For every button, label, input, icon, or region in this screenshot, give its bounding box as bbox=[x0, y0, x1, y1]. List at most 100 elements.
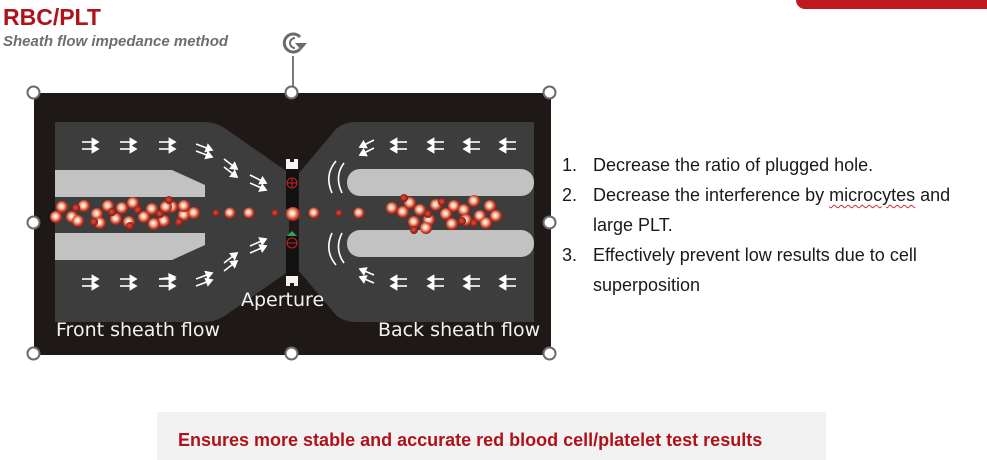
resize-handle-bottom-left[interactable] bbox=[26, 346, 41, 361]
spellcheck-word[interactable]: microcytes bbox=[829, 185, 916, 205]
red-blood-cell bbox=[146, 203, 158, 215]
flow-arrow bbox=[195, 277, 214, 287]
flow-arrow bbox=[195, 150, 214, 160]
red-blood-cell bbox=[414, 204, 426, 216]
platelet bbox=[424, 210, 432, 218]
resize-handle-bottom[interactable] bbox=[284, 346, 299, 361]
red-blood-cell bbox=[116, 202, 128, 214]
flow-arrow bbox=[249, 237, 268, 247]
red-blood-cell bbox=[110, 213, 122, 225]
red-blood-cell bbox=[448, 200, 460, 212]
list-number: 2. bbox=[562, 185, 578, 205]
back-tube-lower bbox=[347, 230, 534, 257]
platelet bbox=[72, 204, 80, 212]
benefits-list: 1. Decrease the ratio of plugged hole. 2… bbox=[562, 150, 982, 300]
list-item: 3. Effectively prevent low results due t… bbox=[562, 240, 982, 300]
resize-handle-left[interactable] bbox=[26, 215, 41, 230]
flow-arrow bbox=[223, 158, 239, 170]
summary-banner: Ensures more stable and accurate red blo… bbox=[157, 412, 826, 460]
red-blood-cell bbox=[78, 200, 90, 212]
resize-handle-top-right[interactable] bbox=[542, 85, 557, 100]
red-blood-cell bbox=[148, 218, 160, 230]
red-blood-cell bbox=[72, 215, 84, 227]
platelet bbox=[134, 206, 142, 214]
platelet bbox=[156, 210, 164, 218]
list-number: 3. bbox=[562, 245, 578, 265]
red-blood-cell bbox=[188, 207, 200, 219]
flow-arrow bbox=[158, 273, 177, 283]
platelet bbox=[90, 218, 98, 226]
red-blood-cell bbox=[56, 201, 68, 213]
platelet bbox=[410, 226, 418, 234]
platelet bbox=[175, 218, 183, 226]
red-blood-cell bbox=[224, 207, 236, 219]
flow-arrow bbox=[358, 267, 375, 276]
resize-handle-bottom-right[interactable] bbox=[542, 346, 557, 361]
flow-arrow bbox=[195, 143, 214, 153]
blood-cells bbox=[50, 194, 502, 234]
platelet bbox=[108, 208, 116, 216]
red-blood-cell bbox=[420, 222, 432, 234]
red-blood-cell bbox=[484, 200, 496, 212]
red-blood-cell bbox=[397, 206, 409, 218]
flow-arrow bbox=[358, 147, 375, 157]
flow-arrow bbox=[195, 270, 214, 280]
red-blood-cell bbox=[138, 211, 150, 223]
platelet bbox=[212, 209, 220, 217]
page-title: RBC/PLT bbox=[3, 4, 101, 30]
red-blood-cell bbox=[158, 215, 170, 227]
rotate-connector bbox=[292, 56, 294, 92]
list-item: 2. Decrease the interference by microcyt… bbox=[562, 180, 982, 240]
red-blood-cell bbox=[440, 208, 452, 220]
red-blood-cell bbox=[386, 202, 398, 214]
platelet bbox=[271, 209, 279, 217]
red-blood-cell bbox=[50, 211, 62, 223]
list-text: Decrease the ratio of plugged hole. bbox=[593, 155, 874, 175]
flow-arrow bbox=[358, 275, 375, 284]
red-blood-cell bbox=[243, 207, 255, 219]
flow-arrow bbox=[358, 139, 375, 149]
aperture-electrodes bbox=[286, 159, 300, 286]
red-blood-cell bbox=[178, 209, 190, 221]
red-blood-cell bbox=[458, 204, 470, 216]
flow-arrows bbox=[82, 137, 516, 291]
red-blood-cell bbox=[490, 210, 502, 222]
platelet bbox=[126, 222, 134, 230]
top-accent-bar bbox=[796, 0, 987, 9]
resize-handle-right[interactable] bbox=[542, 215, 557, 230]
flow-arrow bbox=[249, 182, 268, 192]
list-text-part: and large PLT. bbox=[593, 185, 951, 235]
red-blood-cell bbox=[308, 207, 320, 219]
front-tube-upper bbox=[55, 170, 205, 197]
aperture-label: Aperture bbox=[241, 289, 325, 311]
platelet bbox=[400, 194, 408, 202]
resize-handle-top-left[interactable] bbox=[26, 85, 41, 100]
aperture-diagram[interactable]: Aperture Front sheath flow Back sheath f… bbox=[34, 93, 551, 355]
list-text-part: Decrease the interference by bbox=[593, 185, 830, 205]
red-blood-cell bbox=[468, 195, 480, 207]
recirculation-arrows bbox=[328, 160, 345, 266]
flow-arrow bbox=[249, 174, 268, 185]
flow-arrow bbox=[223, 252, 239, 264]
red-blood-cell bbox=[353, 207, 365, 219]
list-item: 1. Decrease the ratio of plugged hole. bbox=[562, 150, 982, 180]
sheath-flow-illustration bbox=[34, 93, 551, 355]
platelet bbox=[335, 209, 343, 217]
red-blood-cell bbox=[127, 197, 139, 209]
front-tube-lower bbox=[55, 233, 205, 260]
rotate-handle-icon[interactable] bbox=[278, 28, 308, 58]
flow-arrow bbox=[223, 166, 239, 178]
back-tube-upper bbox=[347, 169, 534, 196]
flow-arrow bbox=[223, 260, 239, 272]
back-sheath-flow-label: Back sheath flow bbox=[378, 319, 541, 341]
platelet bbox=[458, 217, 466, 225]
flow-arrow bbox=[249, 244, 268, 254]
platelet bbox=[165, 196, 173, 204]
platelet bbox=[470, 219, 478, 227]
list-text: Decrease the interference by microcytes … bbox=[593, 180, 982, 240]
list-number: 1. bbox=[562, 155, 578, 175]
resize-handle-top[interactable] bbox=[284, 85, 299, 100]
platelet bbox=[438, 198, 446, 206]
page-subtitle: Sheath flow impedance method bbox=[3, 33, 229, 50]
list-text: Effectively prevent low results due to c… bbox=[593, 245, 917, 295]
